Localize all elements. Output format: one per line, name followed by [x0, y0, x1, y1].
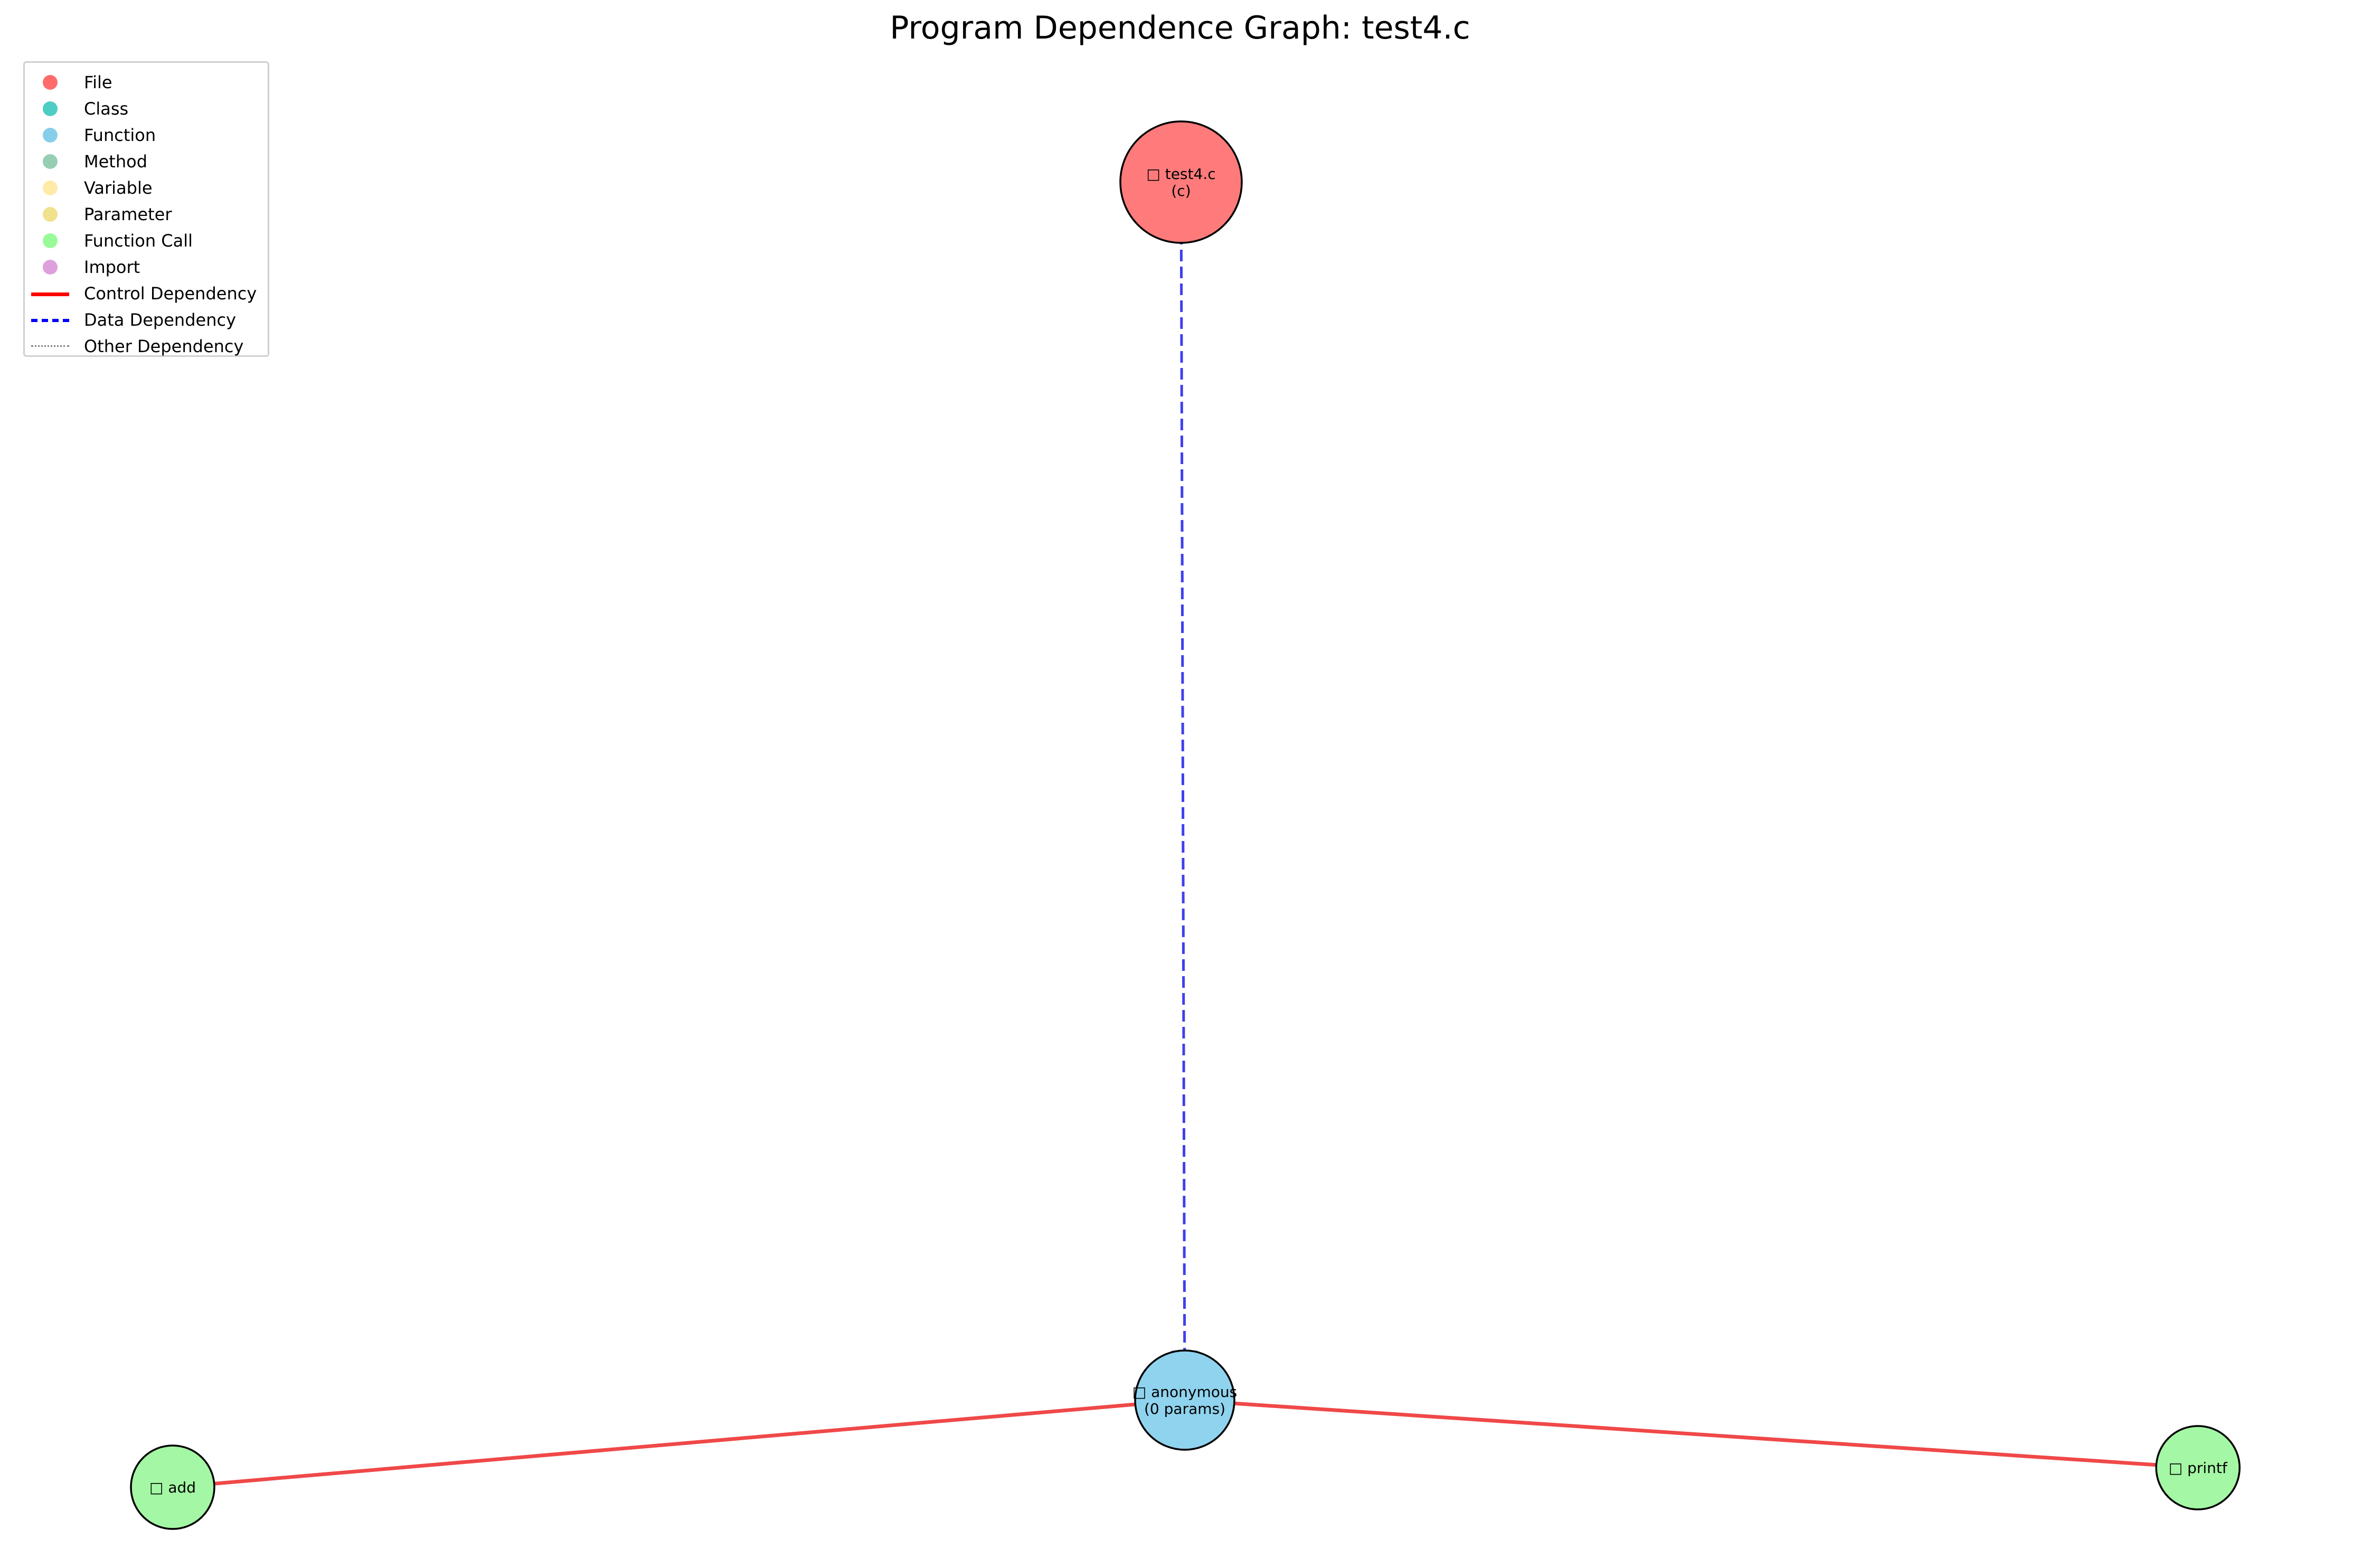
- legend-label: Class: [84, 99, 129, 119]
- legend-item: File: [25, 69, 268, 96]
- legend-marker: [43, 233, 58, 248]
- legend-marker: [43, 207, 58, 222]
- legend-item: Function: [25, 122, 268, 148]
- legend-label: Function Call: [84, 231, 193, 251]
- legend-item: Method: [25, 148, 268, 175]
- edge-anon-add: [172, 1398, 1185, 1489]
- legend-item: Control Dependency: [25, 280, 268, 307]
- graph-title: Program Dependence Graph: test4.c: [890, 10, 1470, 46]
- legend-item: Function Call: [25, 228, 268, 254]
- legend-item: Other Dependency: [25, 333, 268, 360]
- legend-marker: [43, 128, 58, 143]
- node-label: (c): [1171, 182, 1191, 200]
- node-anon[interactable]: □ anonymous(0 params): [1132, 1349, 1237, 1451]
- legend-line: [31, 319, 69, 322]
- node-circle: [2155, 1425, 2241, 1510]
- legend-line: [31, 345, 69, 347]
- legend-label: Method: [84, 152, 148, 172]
- edge-anon-printf: [1184, 1398, 2198, 1470]
- legend-item: Parameter: [25, 201, 268, 228]
- node-label: (0 params): [1144, 1400, 1225, 1418]
- legend-label: Data Dependency: [84, 310, 236, 330]
- legend-item: Data Dependency: [25, 307, 268, 333]
- legend-label: Function: [84, 125, 156, 145]
- legend-label: Variable: [84, 178, 153, 198]
- legend-marker: [43, 101, 58, 116]
- node-label: □ printf: [2168, 1459, 2227, 1477]
- legend-marker: [43, 260, 58, 275]
- edge-file-anon: [1171, 182, 1198, 1377]
- nodes-layer: □ test4.c(c) □ anonymous(0 params) □ add □ …: [130, 120, 2241, 1530]
- node-label: □ anonymous: [1132, 1383, 1237, 1401]
- legend-label: Import: [84, 257, 140, 277]
- node-add[interactable]: □ add: [130, 1444, 215, 1530]
- legend-marker: [43, 154, 58, 169]
- node-circle: [1134, 1349, 1235, 1451]
- node-circle: [130, 1444, 215, 1530]
- legend-label: Control Dependency: [84, 284, 257, 304]
- legend-marker: [43, 181, 58, 195]
- legend-marker: [43, 75, 58, 90]
- legend-line: [31, 292, 69, 296]
- node-label: □ add: [149, 1479, 196, 1496]
- node-file[interactable]: □ test4.c(c): [1119, 120, 1243, 244]
- legend-item: Variable: [25, 175, 268, 201]
- node-circle: [1119, 120, 1243, 244]
- legend-item: Class: [25, 96, 268, 122]
- legend-label: File: [84, 72, 112, 92]
- legend-item: Import: [25, 254, 268, 280]
- edges-layer: [172, 182, 2198, 1489]
- node-label: □ test4.c: [1146, 165, 1215, 183]
- node-printf[interactable]: □ printf: [2155, 1425, 2241, 1510]
- legend-label: Parameter: [84, 204, 172, 224]
- legend-label: Other Dependency: [84, 336, 244, 356]
